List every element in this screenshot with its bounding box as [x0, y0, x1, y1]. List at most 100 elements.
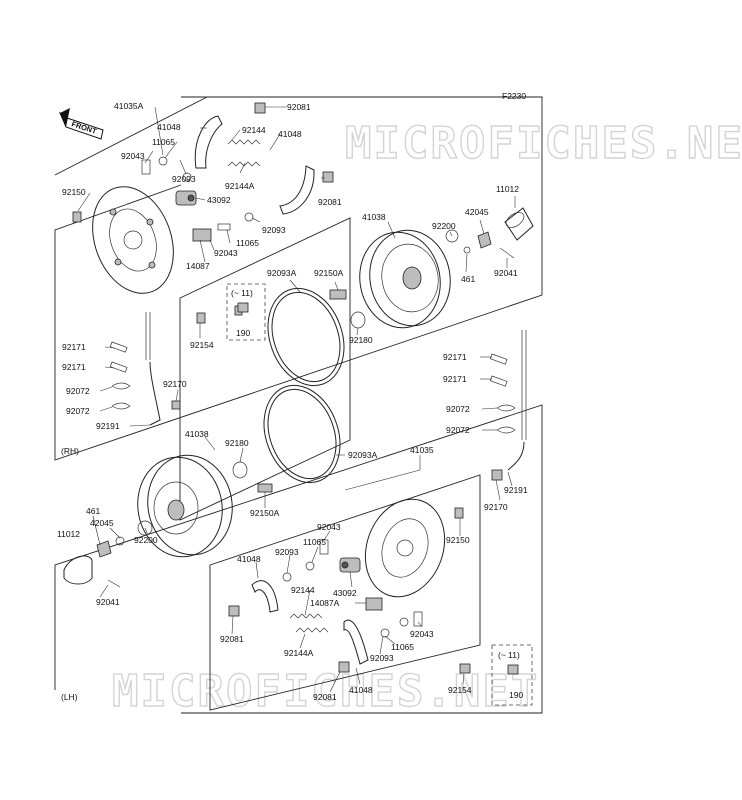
note-box-upper: [226, 283, 266, 341]
label-41035A: 41035A: [114, 101, 144, 111]
rh-cable-icon: [109, 312, 181, 426]
label-190-rh: 190: [236, 328, 250, 338]
rh-cam-icon: [141, 156, 254, 242]
label-14087A-lh: 14087A: [310, 598, 340, 608]
label-92200-lh: 92200: [134, 535, 158, 545]
label-92093-rh-b: 92093: [262, 225, 286, 235]
label-41038-lh: 41038: [185, 429, 209, 439]
rh-brake-shoe-lower-icon: [279, 165, 334, 215]
label-92200-rh: 92200: [432, 221, 456, 231]
label-92072-right-a: 92072: [446, 404, 470, 414]
label-92144-lh: 92144: [291, 585, 315, 595]
section-label-rh: (RH): [61, 446, 79, 456]
label-92170-lh: 92170: [484, 502, 508, 512]
lh-part-labels: 41038 92180 92093A 41035 92191 461 11012…: [57, 429, 528, 702]
label-92072-rh-b: 92072: [66, 406, 90, 416]
label-92093A-lh: 92093A: [348, 450, 378, 460]
label-92081-lh-a: 92081: [220, 634, 244, 644]
rh-brake-shoe-upper-icon: [194, 102, 266, 169]
lh-leader-lines: [92, 436, 513, 693]
label-92041-rh: 92041: [494, 268, 518, 278]
label-92081-rh-b: 92081: [318, 197, 342, 207]
label-14087-rh: 14087: [186, 261, 210, 271]
label-11012-lh: 11012: [57, 529, 80, 539]
label-43092-lh: 43092: [333, 588, 357, 598]
label-92180-rh: 92180: [349, 335, 373, 345]
label-92072-right-b: 92072: [446, 425, 470, 435]
watermark-lower: MICROFICHES.NET: [112, 666, 539, 717]
note-text-lower: (~ 11): [498, 650, 520, 660]
label-92093-lh-b: 92093: [370, 653, 394, 663]
label-11065-rh-a: 11065: [152, 137, 175, 147]
label-92081-rh-a: 92081: [287, 102, 311, 112]
label-92144A-rh: 92144A: [225, 181, 255, 191]
label-461-lh: 461: [86, 506, 100, 516]
label-11065-lh-b: 11065: [391, 642, 414, 652]
label-92043-rh-a: 92043: [121, 151, 145, 161]
rh-shoe-frame: [54, 96, 208, 176]
note-bolt-lower-icon: [507, 664, 519, 675]
label-43092-rh: 43092: [207, 195, 231, 205]
lh-frame: [54, 404, 543, 714]
label-92191-rh: 92191: [96, 421, 120, 431]
label-11065-rh-b: 11065: [236, 238, 259, 248]
lh-brake-panel-icon: [364, 498, 464, 598]
lh-bolt-icon: [459, 663, 471, 674]
label-41035-lh: 41035: [410, 445, 434, 455]
rh-o-ring-icon: [267, 287, 345, 387]
label-41048-rh-b: 41048: [278, 129, 302, 139]
note-bolt-upper-icon: [237, 302, 249, 313]
lh-cable-end-icon: [491, 469, 503, 481]
label-190-lh: 190: [509, 690, 523, 700]
label-461-rh: 461: [461, 274, 475, 284]
lh-brake-shoe-upper-icon: [228, 580, 279, 617]
rh-brake-drum-icon: [329, 229, 451, 329]
label-92170-rh: 92170: [163, 379, 187, 389]
label-41048-lh-b: 41048: [349, 685, 373, 695]
note-box-lower: [491, 644, 533, 706]
section-label-lh: (LH): [61, 692, 78, 702]
label-92043-lh-a: 92043: [317, 522, 341, 532]
label-92171-right-b: 92171: [443, 374, 467, 384]
label-92093-lh-a: 92093: [275, 547, 299, 557]
label-92041-lh: 92041: [96, 597, 120, 607]
label-92171-right-a: 92171: [443, 352, 467, 362]
rh-part-labels: 41035A 41048 92081 92144 41048 11065 920…: [62, 101, 519, 435]
rh-bolts-icon: [72, 211, 243, 324]
lh-hub-cap-icon: [63, 520, 153, 588]
figure-code: F2230: [502, 91, 526, 101]
lh-shoe-frame: [209, 474, 481, 711]
lh-brake-shoe-lower-icon: [338, 619, 369, 673]
label-92150-rh: 92150: [62, 187, 86, 197]
label-41038-rh: 41038: [362, 212, 386, 222]
label-92093-rh-a: 92093: [172, 174, 196, 184]
label-92043-rh-b: 92043: [214, 248, 238, 258]
lh-shoe-springs-icon: [289, 613, 329, 633]
label-92171-rh-a: 92171: [62, 342, 86, 352]
label-42045-rh: 42045: [465, 207, 489, 217]
label-92093A-rh: 92093A: [267, 268, 297, 278]
rh-brake-panel-icon: [92, 186, 174, 294]
label-92043-lh-b: 92043: [410, 629, 434, 639]
watermark-upper: MICROFICHES.NET: [345, 118, 742, 169]
lh-cam-icon: [282, 539, 423, 638]
label-42045-lh: 42045: [90, 518, 114, 528]
label-92150A-rh: 92150A: [314, 268, 344, 278]
label-92150-lh: 92150: [446, 535, 470, 545]
note-text-upper: (~ 11): [231, 288, 253, 298]
rh-leader-lines: [77, 106, 516, 431]
label-92072-rh-a: 92072: [66, 386, 90, 396]
label-92154-lh: 92154: [448, 685, 472, 695]
rh-hub-cap-icon: [445, 207, 534, 259]
label-92081-lh-b: 92081: [313, 692, 337, 702]
lh-o-ring-icon: [263, 384, 341, 484]
front-arrow-icon: FRONT: [58, 108, 104, 140]
label-92171-rh-b: 92171: [62, 362, 86, 372]
rh-hub-frame: [179, 217, 351, 521]
label-92154-rh: 92154: [190, 340, 214, 350]
label-41048-lh-a: 41048: [237, 554, 261, 564]
label-92191-lh: 92191: [504, 485, 528, 495]
rh-shoe-springs-icon: [227, 139, 261, 167]
label-92150A-lh: 92150A: [250, 508, 280, 518]
